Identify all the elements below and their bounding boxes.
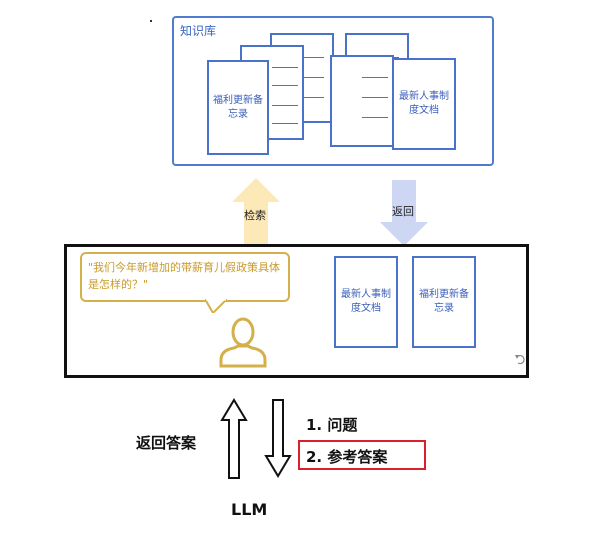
result-doc-hr-policy: 最新人事制度文档 — [334, 256, 398, 348]
stray-dot — [150, 20, 152, 22]
query-container — [64, 244, 529, 378]
return-answer-arrow-icon — [220, 398, 248, 479]
result-doc-hr-policy-label: 最新人事制度文档 — [341, 289, 391, 314]
retrieve-label: 检索 — [244, 209, 266, 222]
result-doc-welfare-memo: 福利更新备忘录 — [412, 256, 476, 348]
kb-doc-hr-policy: 最新人事制度文档 — [392, 58, 456, 150]
return-label: 返回 — [392, 205, 414, 218]
retrieve-arrow-icon — [232, 178, 280, 246]
reference-answer-highlight — [298, 440, 426, 470]
kb-doc-welfare-memo: 福利更新备忘录 — [207, 60, 269, 155]
user-icon — [219, 317, 267, 368]
return-arrow-icon — [380, 180, 428, 246]
kb-doc-hr-policy-label: 最新人事制度文档 — [399, 91, 449, 116]
step-reference-answer-label: 2. 参考答案 — [306, 448, 388, 466]
send-question-arrow-icon — [264, 399, 292, 478]
question-bubble: "我们今年新增加的带薪育儿假政策具体是怎样的？" — [80, 252, 290, 302]
return-answer-label: 返回答案 — [136, 434, 197, 452]
kb-stack-doc-right-middle — [330, 55, 394, 147]
bubble-tail — [205, 299, 227, 313]
result-doc-welfare-memo-label: 福利更新备忘录 — [419, 289, 469, 314]
knowledge-base-container — [172, 16, 494, 166]
llm-label: LLM — [231, 500, 268, 519]
question-text: "我们今年新增加的带薪育儿假政策具体是怎样的？" — [88, 261, 281, 291]
undo-icon — [515, 354, 525, 365]
kb-doc-welfare-memo-label: 福利更新备忘录 — [213, 94, 263, 120]
step-question-label: 1. 问题 — [306, 416, 358, 434]
knowledge-base-title: 知识库 — [180, 24, 217, 38]
